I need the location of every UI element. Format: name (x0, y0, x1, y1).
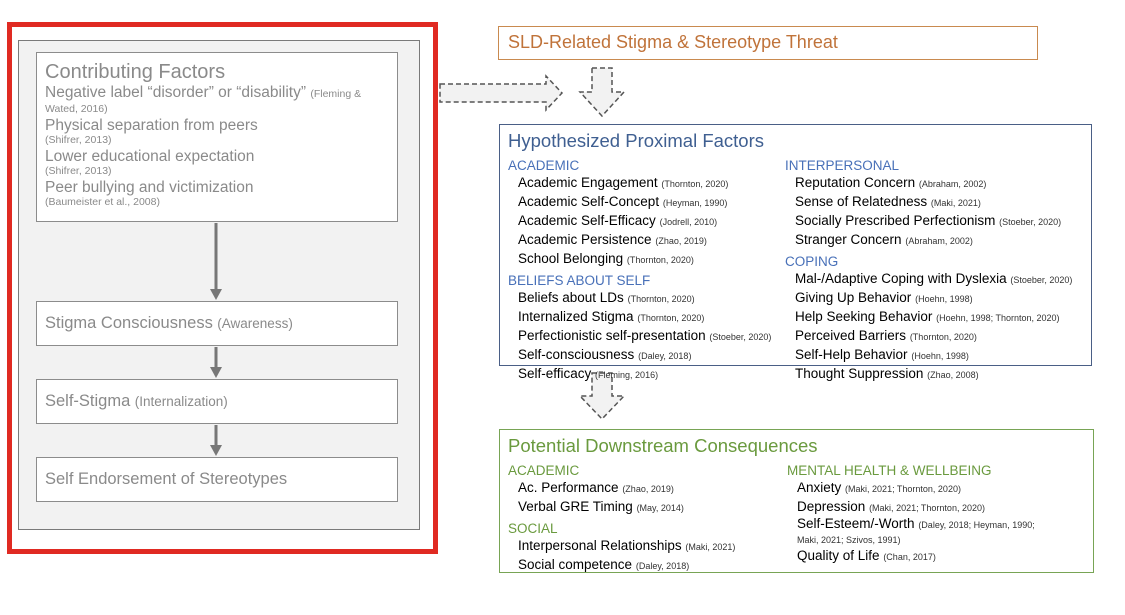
contributing-factor-3: Peer bullying and victimization (45, 179, 254, 196)
list-item: Quality of Life (Chan, 2017) (797, 548, 936, 563)
category-academic: ACADEMIC (508, 463, 580, 478)
list-item: School Belonging (Thornton, 2020) (518, 251, 694, 266)
stigma-threat-box: SLD-Related Stigma & Stereotype Threat (498, 26, 1038, 60)
list-item: Academic Self-Efficacy (Jodrell, 2010) (518, 213, 718, 228)
factor-citation: (Shifrer, 2013) (45, 165, 112, 177)
factor-citation: (Baumeister et al., 2008) (45, 196, 160, 208)
category-social: SOCIAL (508, 521, 558, 536)
proximal-left-column: ACADEMIC Academic Engagement (Thornton, … (508, 154, 771, 384)
list-item: Self-Esteem/-Worth (Daley, 2018; Heyman,… (797, 516, 1035, 546)
list-item: Help Seeking Behavior (Hoehn, 1998; Thor… (795, 309, 1060, 324)
contributing-factor-2: Lower educational expectation (45, 148, 255, 165)
list-item: Reputation Concern (Abraham, 2002) (795, 175, 987, 190)
list-item: Sense of Relatedness (Maki, 2021) (795, 194, 981, 209)
contributing-factors-title: Contributing Factors (45, 61, 226, 83)
list-item: Social competence (Daley, 2018) (518, 557, 690, 572)
factor-citation: (Shifrer, 2013) (45, 134, 112, 146)
category-beliefs-about-self: BELIEFS ABOUT SELF (508, 273, 651, 288)
category-coping: COPING (785, 254, 839, 269)
category-interpersonal: INTERPERSONAL (785, 158, 900, 173)
stigma-threat-title: SLD-Related Stigma & Stereotype Threat (508, 32, 838, 52)
contributing-factor-1: Physical separation from peers (45, 117, 258, 134)
list-item: Anxiety (Maki, 2021; Thornton, 2020) (797, 480, 961, 495)
list-item: Self-efficacy (Fleming, 2016) (518, 366, 659, 381)
stage-subtitle: (Internalization) (134, 394, 228, 409)
list-item: Perfectionistic self-presentation (Stoeb… (518, 328, 772, 343)
list-item: Ac. Performance (Zhao, 2019) (518, 480, 674, 495)
list-item: Verbal GRE Timing (May, 2014) (518, 499, 684, 514)
downstream-consequences-box: Potential Downstream Consequences ACADEM… (499, 429, 1094, 573)
list-item: Academic Persistence (Zhao, 2019) (518, 232, 707, 247)
category-mental-health: MENTAL HEALTH & WELLBEING (787, 463, 992, 478)
proximal-factors-title: Hypothesized Proximal Factors (508, 130, 765, 151)
stage-title: Stigma Consciousness (45, 314, 213, 332)
dashed-down-arrow-middle (578, 372, 626, 421)
list-item: Mal-/Adaptive Coping with Dyslexia (Stoe… (795, 271, 1073, 286)
downstream-left-column: ACADEMIC Ac. Performance (Zhao, 2019) Ve… (508, 459, 735, 575)
dashed-down-arrow-top (578, 67, 626, 118)
factor-citation: Wated, 2016) (45, 103, 108, 115)
stigma-consciousness-box: Stigma Consciousness (Awareness) (36, 301, 398, 346)
list-item: Thought Suppression (Zhao, 2008) (795, 366, 979, 381)
list-item: Self-Help Behavior (Hoehn, 1998) (795, 347, 969, 362)
down-arrow-1 (210, 223, 222, 300)
list-item: Perceived Barriers (Thornton, 2020) (795, 328, 977, 343)
list-item: Academic Engagement (Thornton, 2020) (518, 175, 729, 190)
stage-subtitle: (Awareness) (217, 316, 293, 331)
factor-citation: (Fleming & (310, 88, 362, 100)
self-endorsement-box: Self Endorsement of Stereotypes (36, 457, 398, 502)
down-arrow-2 (210, 347, 222, 378)
stage-title: Self Endorsement of Stereotypes (45, 470, 288, 488)
stage-title: Self-Stigma (45, 392, 131, 410)
category-academic: ACADEMIC (508, 158, 580, 173)
list-item: Self-consciousness (Daley, 2018) (518, 347, 692, 362)
down-arrow-3 (210, 425, 222, 456)
list-item: Giving Up Behavior (Hoehn, 1998) (795, 290, 973, 305)
downstream-right-column: MENTAL HEALTH & WELLBEING Anxiety (Maki,… (787, 459, 1077, 566)
proximal-right-column: INTERPERSONAL Reputation Concern (Abraha… (785, 154, 1072, 384)
downstream-consequences-title: Potential Downstream Consequences (508, 435, 818, 456)
list-item: Depression (Maki, 2021; Thornton, 2020) (797, 499, 985, 514)
list-item: Socially Prescribed Perfectionism (Stoeb… (795, 213, 1062, 228)
contributing-factor-0: Negative label “disorder” or “disability… (45, 84, 389, 103)
list-item: Interpersonal Relationships (Maki, 2021) (518, 538, 736, 553)
list-item: Internalized Stigma (Thornton, 2020) (518, 309, 705, 324)
list-item: Academic Self-Concept (Heyman, 1990) (518, 194, 728, 209)
factor-text: Negative label “disorder” or “disability… (45, 84, 307, 101)
contributing-factors-box: Contributing Factors Negative label “dis… (36, 52, 398, 222)
list-item: Beliefs about LDs (Thornton, 2020) (518, 290, 695, 305)
list-item: Stranger Concern (Abraham, 2002) (795, 232, 973, 247)
self-stigma-box: Self-Stigma (Internalization) (36, 379, 398, 424)
dashed-right-arrow (439, 74, 564, 112)
proximal-factors-box: Hypothesized Proximal Factors ACADEMIC A… (499, 124, 1092, 381)
